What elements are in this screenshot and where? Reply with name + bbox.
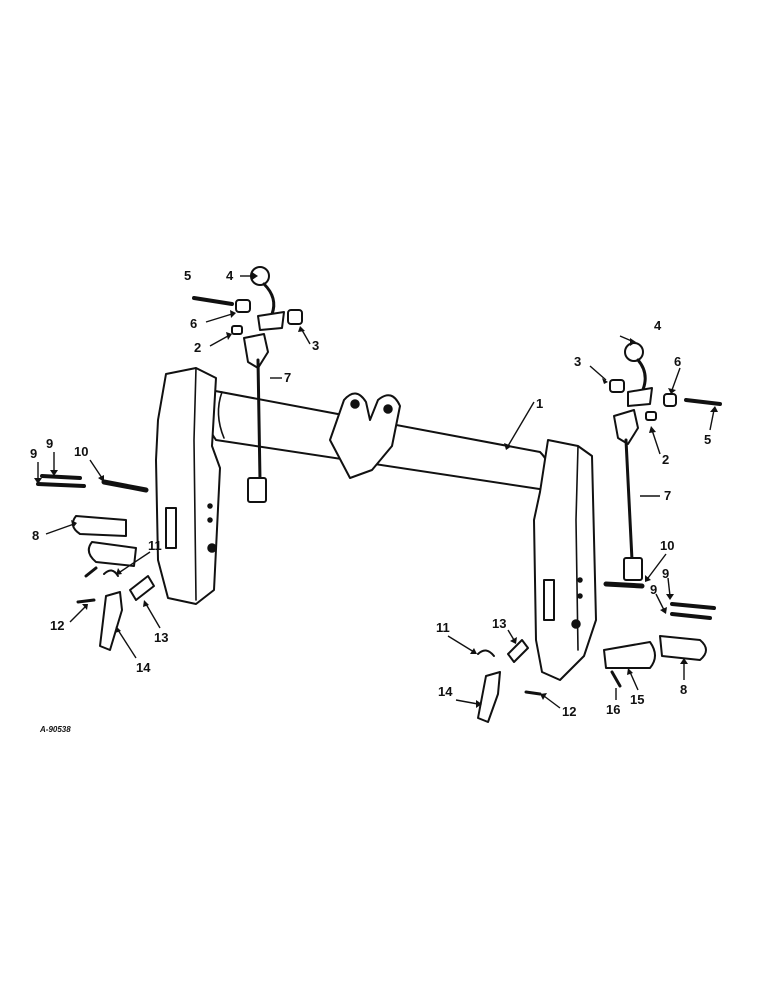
callout-12-left: 12 bbox=[50, 618, 64, 633]
callout-12-right: 12 bbox=[562, 704, 576, 719]
callout-6: 6 bbox=[190, 316, 197, 331]
callout-11-left: 11 bbox=[148, 538, 162, 553]
callout-2: 2 bbox=[194, 340, 201, 355]
callout-14-left: 14 bbox=[136, 660, 151, 675]
callout-9-right-a: 9 bbox=[662, 566, 669, 581]
callout-2-right: 2 bbox=[662, 452, 669, 467]
callout-3-right: 3 bbox=[574, 354, 581, 369]
callout-6-right: 6 bbox=[674, 354, 681, 369]
center-hitch bbox=[329, 392, 401, 479]
left-upright bbox=[155, 367, 221, 605]
left-loose-parts bbox=[36, 474, 155, 651]
callout-5: 5 bbox=[184, 268, 191, 283]
callout-10-left: 10 bbox=[74, 444, 88, 459]
right-latch-assembly bbox=[609, 342, 722, 581]
callout-13-left: 13 bbox=[154, 630, 168, 645]
callout-3: 3 bbox=[312, 338, 319, 353]
callout-4: 4 bbox=[226, 268, 234, 283]
callout-7-right: 7 bbox=[664, 488, 671, 503]
callout-1: 1 bbox=[536, 396, 543, 411]
callout-9-right-b: 9 bbox=[650, 582, 657, 597]
leader-lines bbox=[34, 272, 718, 709]
callout-4-right: 4 bbox=[654, 318, 662, 333]
callout-7: 7 bbox=[284, 370, 291, 385]
callout-5-right: 5 bbox=[704, 432, 711, 447]
callout-11-right: 11 bbox=[436, 620, 450, 635]
figure-reference: A-90538 bbox=[39, 725, 71, 734]
callout-14-right: 14 bbox=[438, 684, 453, 699]
callout-9-left-a: 9 bbox=[46, 436, 53, 451]
callout-9-left-b: 9 bbox=[30, 446, 37, 461]
right-upright bbox=[533, 439, 597, 681]
callout-8-left: 8 bbox=[32, 528, 39, 543]
callout-13-right: 13 bbox=[492, 616, 506, 631]
callout-labels: 1 2 3 4 5 6 7 2 3 4 6 5 7 9 9 10 8 11 12… bbox=[30, 268, 711, 734]
right-loose-parts bbox=[477, 581, 716, 723]
callout-15: 15 bbox=[630, 692, 644, 707]
callout-16: 16 bbox=[606, 702, 620, 717]
callout-8-right: 8 bbox=[680, 682, 687, 697]
main-frame bbox=[155, 367, 597, 681]
callout-10-right: 10 bbox=[660, 538, 674, 553]
